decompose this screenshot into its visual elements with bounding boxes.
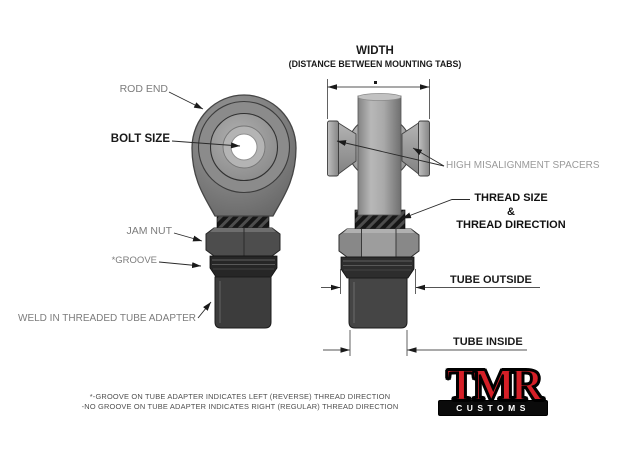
groove-collar-side	[340, 256, 415, 279]
high-misalignment-spacers-label: HIGH MISALIGNMENT SPACERS	[446, 160, 600, 171]
width-arrow-left	[327, 84, 337, 90]
jam-nut-side-mid-facet	[361, 229, 396, 257]
tube-outside-arrow-right	[415, 284, 425, 291]
leader-lines	[158, 91, 470, 319]
rod-end-leader	[168, 91, 204, 110]
groove-leader	[158, 261, 202, 269]
thread-ampersand-line: &	[507, 205, 515, 218]
tube-inside-arrow-left	[340, 347, 350, 353]
bolt-size-leader	[171, 140, 241, 149]
spacer-flange-right	[418, 120, 430, 177]
groove-label: *GROOVE	[111, 255, 157, 266]
jam-nut-leader	[173, 232, 203, 242]
jam-nut-top-bevel	[210, 228, 276, 232]
width-center-tick	[374, 81, 377, 84]
weld-adapter-label: WELD IN THREADED TUBE ADAPTER	[18, 313, 196, 324]
tube-inside-arrow-right	[407, 347, 417, 353]
weld-adapter-leader	[197, 301, 212, 319]
footnote-line-2: -NO GROOVE ON TUBE ADAPTER INDICATES RIG…	[81, 402, 399, 411]
groove-collar-front	[209, 255, 278, 278]
rod-end-label: ROD END	[119, 83, 168, 95]
width-arrow-right	[420, 84, 430, 90]
shank-column	[357, 95, 402, 216]
dimension-lines	[321, 79, 540, 356]
bolt-bore	[230, 133, 258, 161]
footnote: *-GROOVE ON TUBE ADAPTER INDICATES LEFT …	[64, 392, 416, 412]
tube-adapter-side	[348, 277, 408, 329]
footnote-line-1: *-GROOVE ON TUBE ADAPTER INDICATES LEFT …	[89, 392, 391, 401]
shank-top-face	[357, 93, 402, 101]
tube-inside-label: TUBE INSIDE	[453, 336, 523, 348]
tube-outside-label: TUBE OUTSIDE	[450, 274, 532, 286]
tube-outside-arrow-left	[331, 284, 341, 291]
spacer-flange-left	[327, 120, 339, 177]
thread-size-leader	[401, 199, 470, 219]
jam-nut-front	[205, 227, 281, 257]
thread-size-line: THREAD SIZE	[474, 192, 548, 204]
dimension-arrowheads	[327, 81, 430, 353]
tmr-customs-logo: TMR CUSTOMS	[438, 360, 548, 416]
spacer-leader-right	[412, 147, 445, 167]
thread-size-direction-label: THREAD SIZE & THREAD DIRECTION	[452, 192, 570, 233]
jam-nut-side-top-bevel	[343, 229, 415, 233]
logo-brand-text: TMR	[446, 360, 545, 410]
rod-end-front-view	[191, 94, 297, 329]
tube-adapter-front	[214, 276, 272, 329]
bolt-size-label: BOLT SIZE	[110, 133, 170, 145]
jam-nut-label: JAM NUT	[126, 225, 173, 237]
rod-end-side-view	[327, 93, 430, 329]
logo-customs-bar: CUSTOMS	[438, 400, 548, 416]
width-subtitle: (DISTANCE BETWEEN MOUNTING TABS)	[288, 59, 462, 69]
width-title: WIDTH	[356, 45, 394, 57]
spacer-leader-left	[336, 140, 445, 167]
thread-direction-line: THREAD DIRECTION	[456, 219, 566, 231]
